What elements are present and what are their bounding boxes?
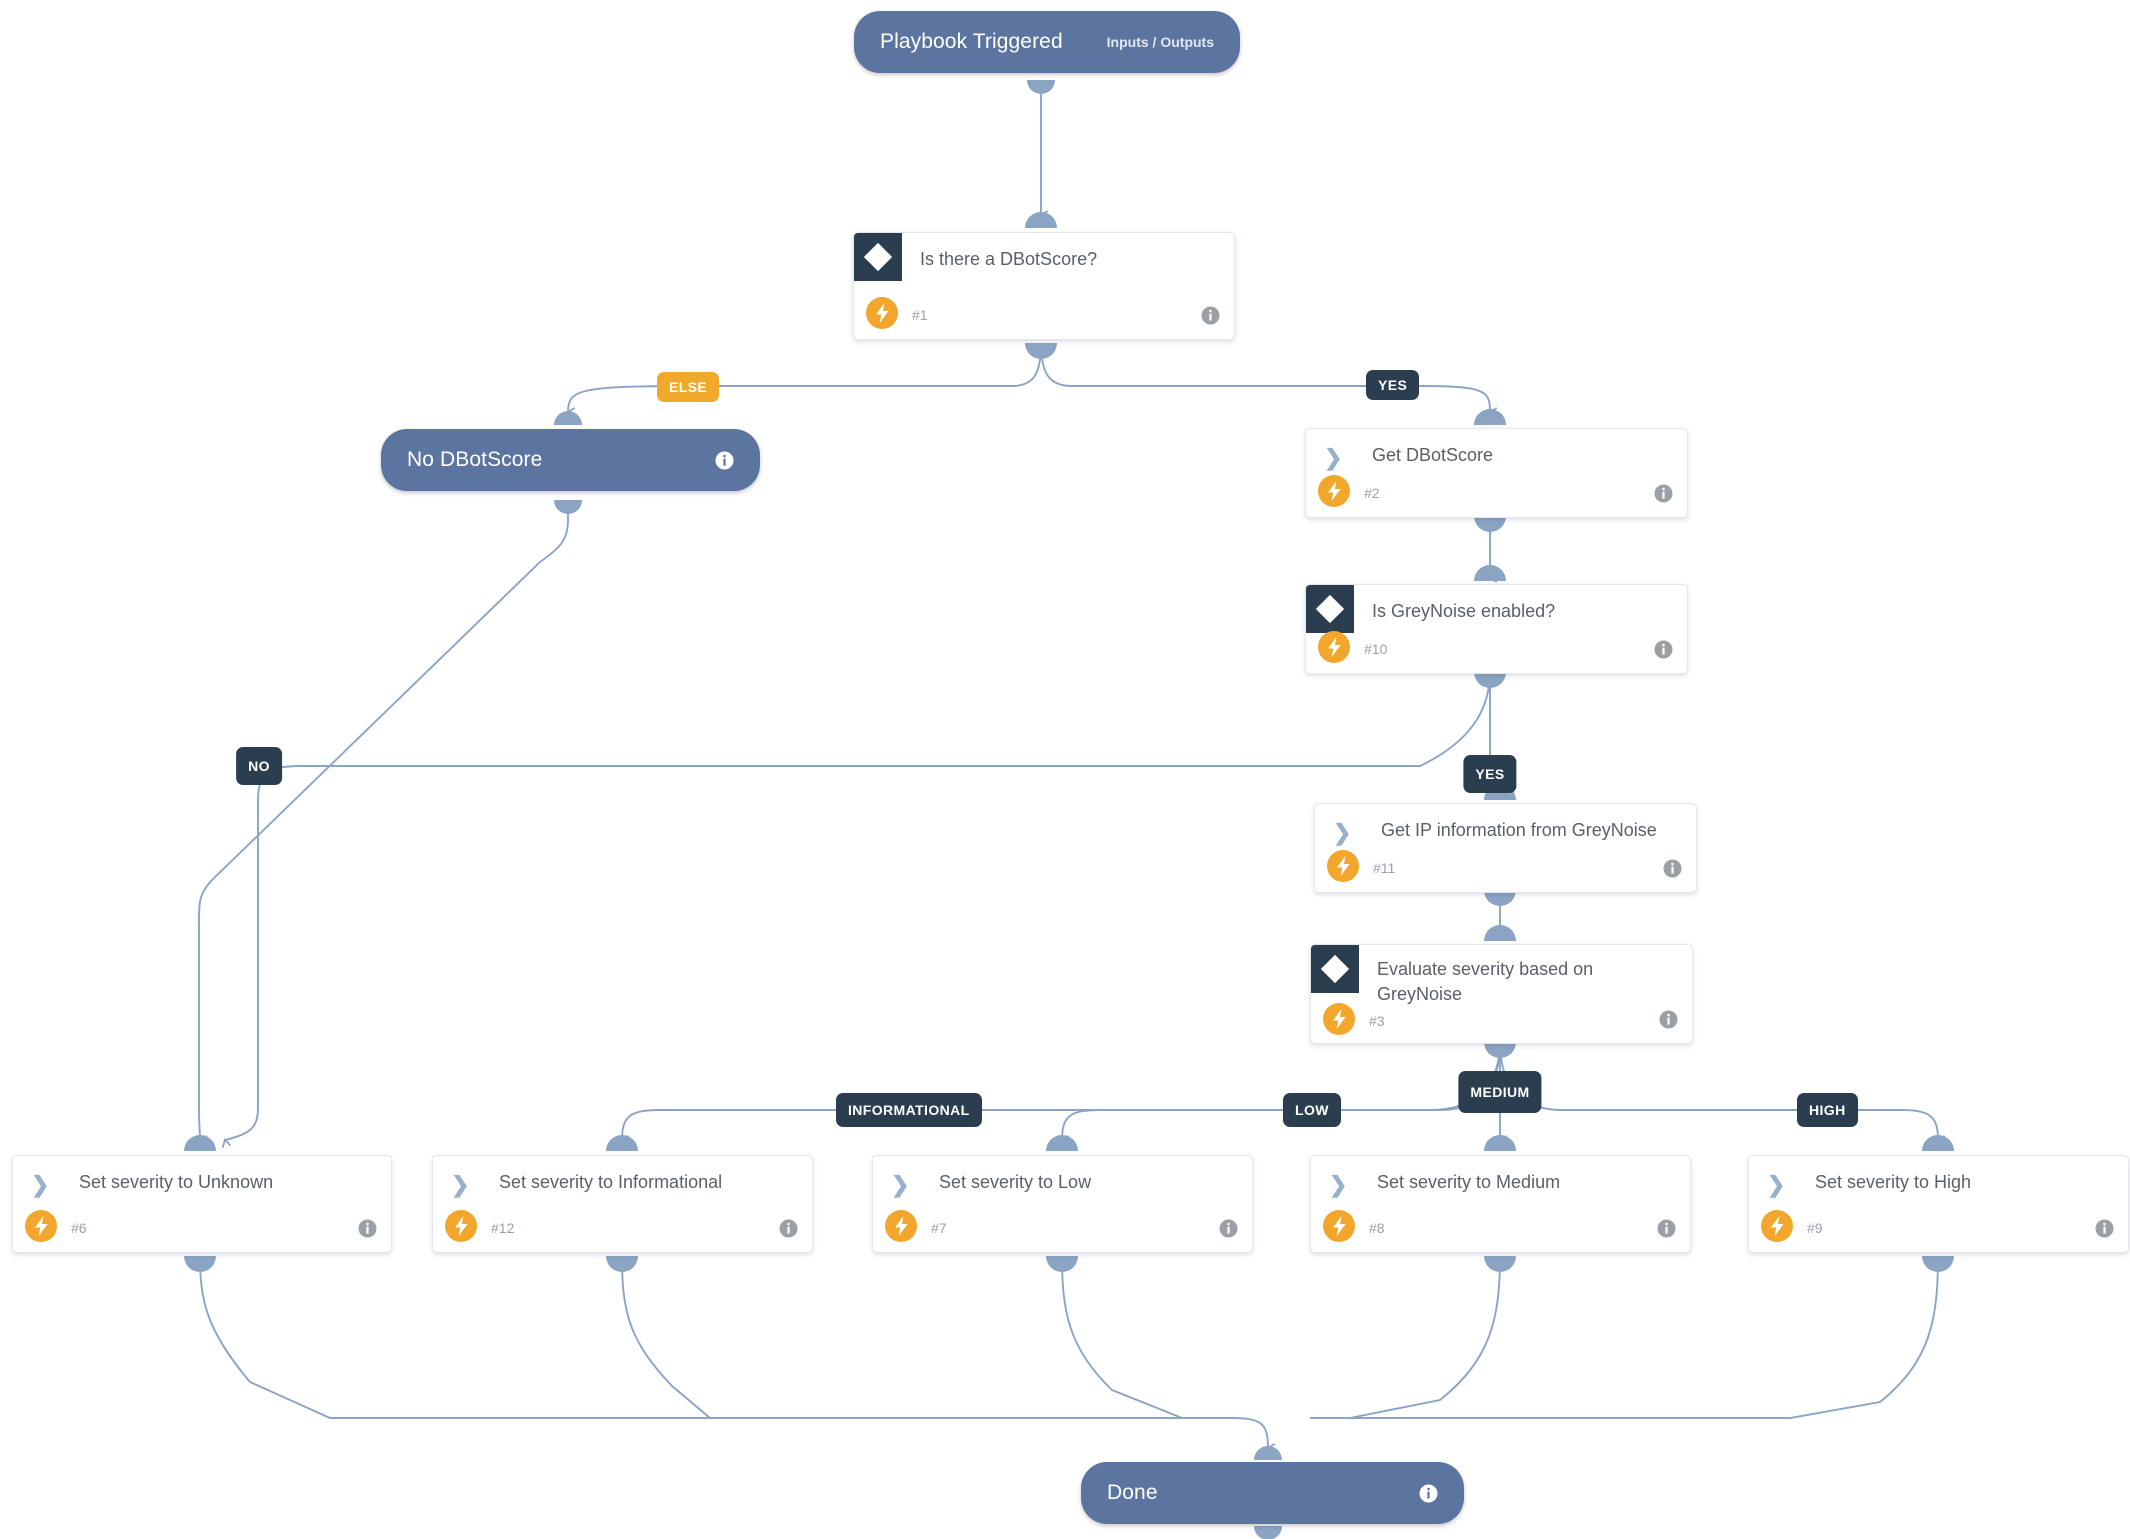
node-title: Set severity to Low [939,1172,1092,1192]
node-title: Set severity to High [1815,1172,1972,1192]
task-number: #9 [1807,1220,1823,1236]
info-icon[interactable] [2095,1219,2114,1238]
condition-badge [1311,945,1359,993]
branch-label-yes-greynoise[interactable]: YES [1463,755,1517,793]
branch-label-medium[interactable]: MEDIUM [1458,1071,1542,1113]
info-icon[interactable] [1419,1484,1438,1503]
chevron-right-icon: ❯ [1767,1172,1786,1197]
info-icon[interactable] [1663,859,1682,878]
task-number: #8 [1369,1220,1385,1236]
inputs-outputs-link[interactable]: Inputs / Outputs [1106,34,1214,50]
task-number: #7 [931,1220,947,1236]
task-number: #10 [1364,641,1388,657]
node-title: Get IP information from GreyNoise [1381,820,1657,840]
node-title: Evaluate severity based on GreyNoise [1377,959,1594,1004]
lightning-bolt-icon [1761,1210,1793,1242]
info-icon[interactable] [779,1219,798,1238]
node-title: Get DBotScore [1372,445,1494,465]
lightning-bolt-icon [1318,475,1350,507]
node-set-severity-to-medium[interactable]: ❯ Set severity to Medium #8 [1310,1155,1691,1253]
node-title: Done [1107,1481,1158,1504]
chevron-right-icon: ❯ [1324,445,1343,470]
branch-label-high[interactable]: HIGH [1797,1093,1858,1127]
branch-label-low[interactable]: LOW [1283,1093,1341,1127]
node-title: Is GreyNoise enabled? [1372,601,1556,621]
lightning-bolt-icon [1323,1210,1355,1242]
task-number: #11 [1373,860,1396,876]
task-number: #1 [912,307,928,323]
chevron-right-icon: ❯ [891,1172,910,1197]
node-set-severity-to-low[interactable]: ❯ Set severity to Low #7 [872,1155,1253,1253]
lightning-bolt-icon [1318,631,1350,663]
info-icon[interactable] [1659,1010,1678,1029]
chevron-right-icon: ❯ [1333,820,1352,845]
node-set-severity-to-unknown[interactable]: ❯ Set severity to Unknown #6 [12,1155,392,1253]
node-is-greynoise-enabled[interactable]: Is GreyNoise enabled? #10 [1305,584,1688,674]
node-title: Set severity to Unknown [79,1172,274,1192]
chevron-right-icon: ❯ [451,1172,470,1197]
info-icon[interactable] [358,1219,377,1238]
diamond-icon [1315,594,1345,624]
branch-label-informational[interactable]: INFORMATIONAL [836,1093,982,1127]
node-get-ip-information-from-greynoise[interactable]: ❯ Get IP information from GreyNoise #11 [1314,803,1697,893]
task-number: #2 [1364,485,1380,501]
info-icon[interactable] [1657,1219,1676,1238]
node-done[interactable]: Done [1081,1462,1464,1524]
lightning-bolt-icon [1323,1003,1355,1035]
node-no-dbotscore[interactable]: No DBotScore [381,429,760,491]
lightning-bolt-icon [1327,850,1359,882]
diamond-icon [863,242,893,272]
branch-label-yes-dbotscore[interactable]: YES [1366,370,1420,400]
task-number: #6 [71,1220,87,1236]
branch-label-else[interactable]: ELSE [657,372,720,402]
info-icon[interactable] [715,451,734,470]
lightning-bolt-icon [445,1210,477,1242]
node-evaluate-severity-based-on-greynoise[interactable]: Evaluate severity based on GreyNoise #3 [1310,944,1693,1044]
lightning-bolt-icon [25,1210,57,1242]
task-number: #3 [1369,1013,1385,1029]
node-get-dbotscore[interactable]: ❯ Get DBotScore #2 [1305,428,1688,518]
info-icon[interactable] [1654,640,1673,659]
chevron-right-icon: ❯ [1329,1172,1348,1197]
diamond-icon [1320,954,1350,984]
node-title: Playbook Triggered [880,30,1063,53]
condition-badge [854,233,902,281]
chevron-right-icon: ❯ [31,1172,50,1197]
node-set-severity-to-informational[interactable]: ❯ Set severity to Informational #12 [432,1155,813,1253]
node-playbook-triggered[interactable]: Playbook Triggered Inputs / Outputs [854,11,1240,73]
node-title: Set severity to Medium [1377,1172,1561,1192]
info-icon[interactable] [1219,1219,1238,1238]
lightning-bolt-icon [885,1210,917,1242]
info-icon[interactable] [1201,306,1220,325]
info-icon[interactable] [1654,484,1673,503]
condition-badge [1306,585,1354,633]
node-is-there-a-dbotscore[interactable]: Is there a DBotScore? #1 [853,232,1235,340]
lightning-bolt-icon [866,297,898,329]
node-title: Is there a DBotScore? [920,249,1098,269]
node-title: No DBotScore [407,448,543,471]
node-title: Set severity to Informational [499,1172,723,1192]
node-set-severity-to-high[interactable]: ❯ Set severity to High #9 [1748,1155,2129,1253]
branch-label-no-greynoise[interactable]: NO [236,747,282,785]
task-number: #12 [491,1220,515,1236]
